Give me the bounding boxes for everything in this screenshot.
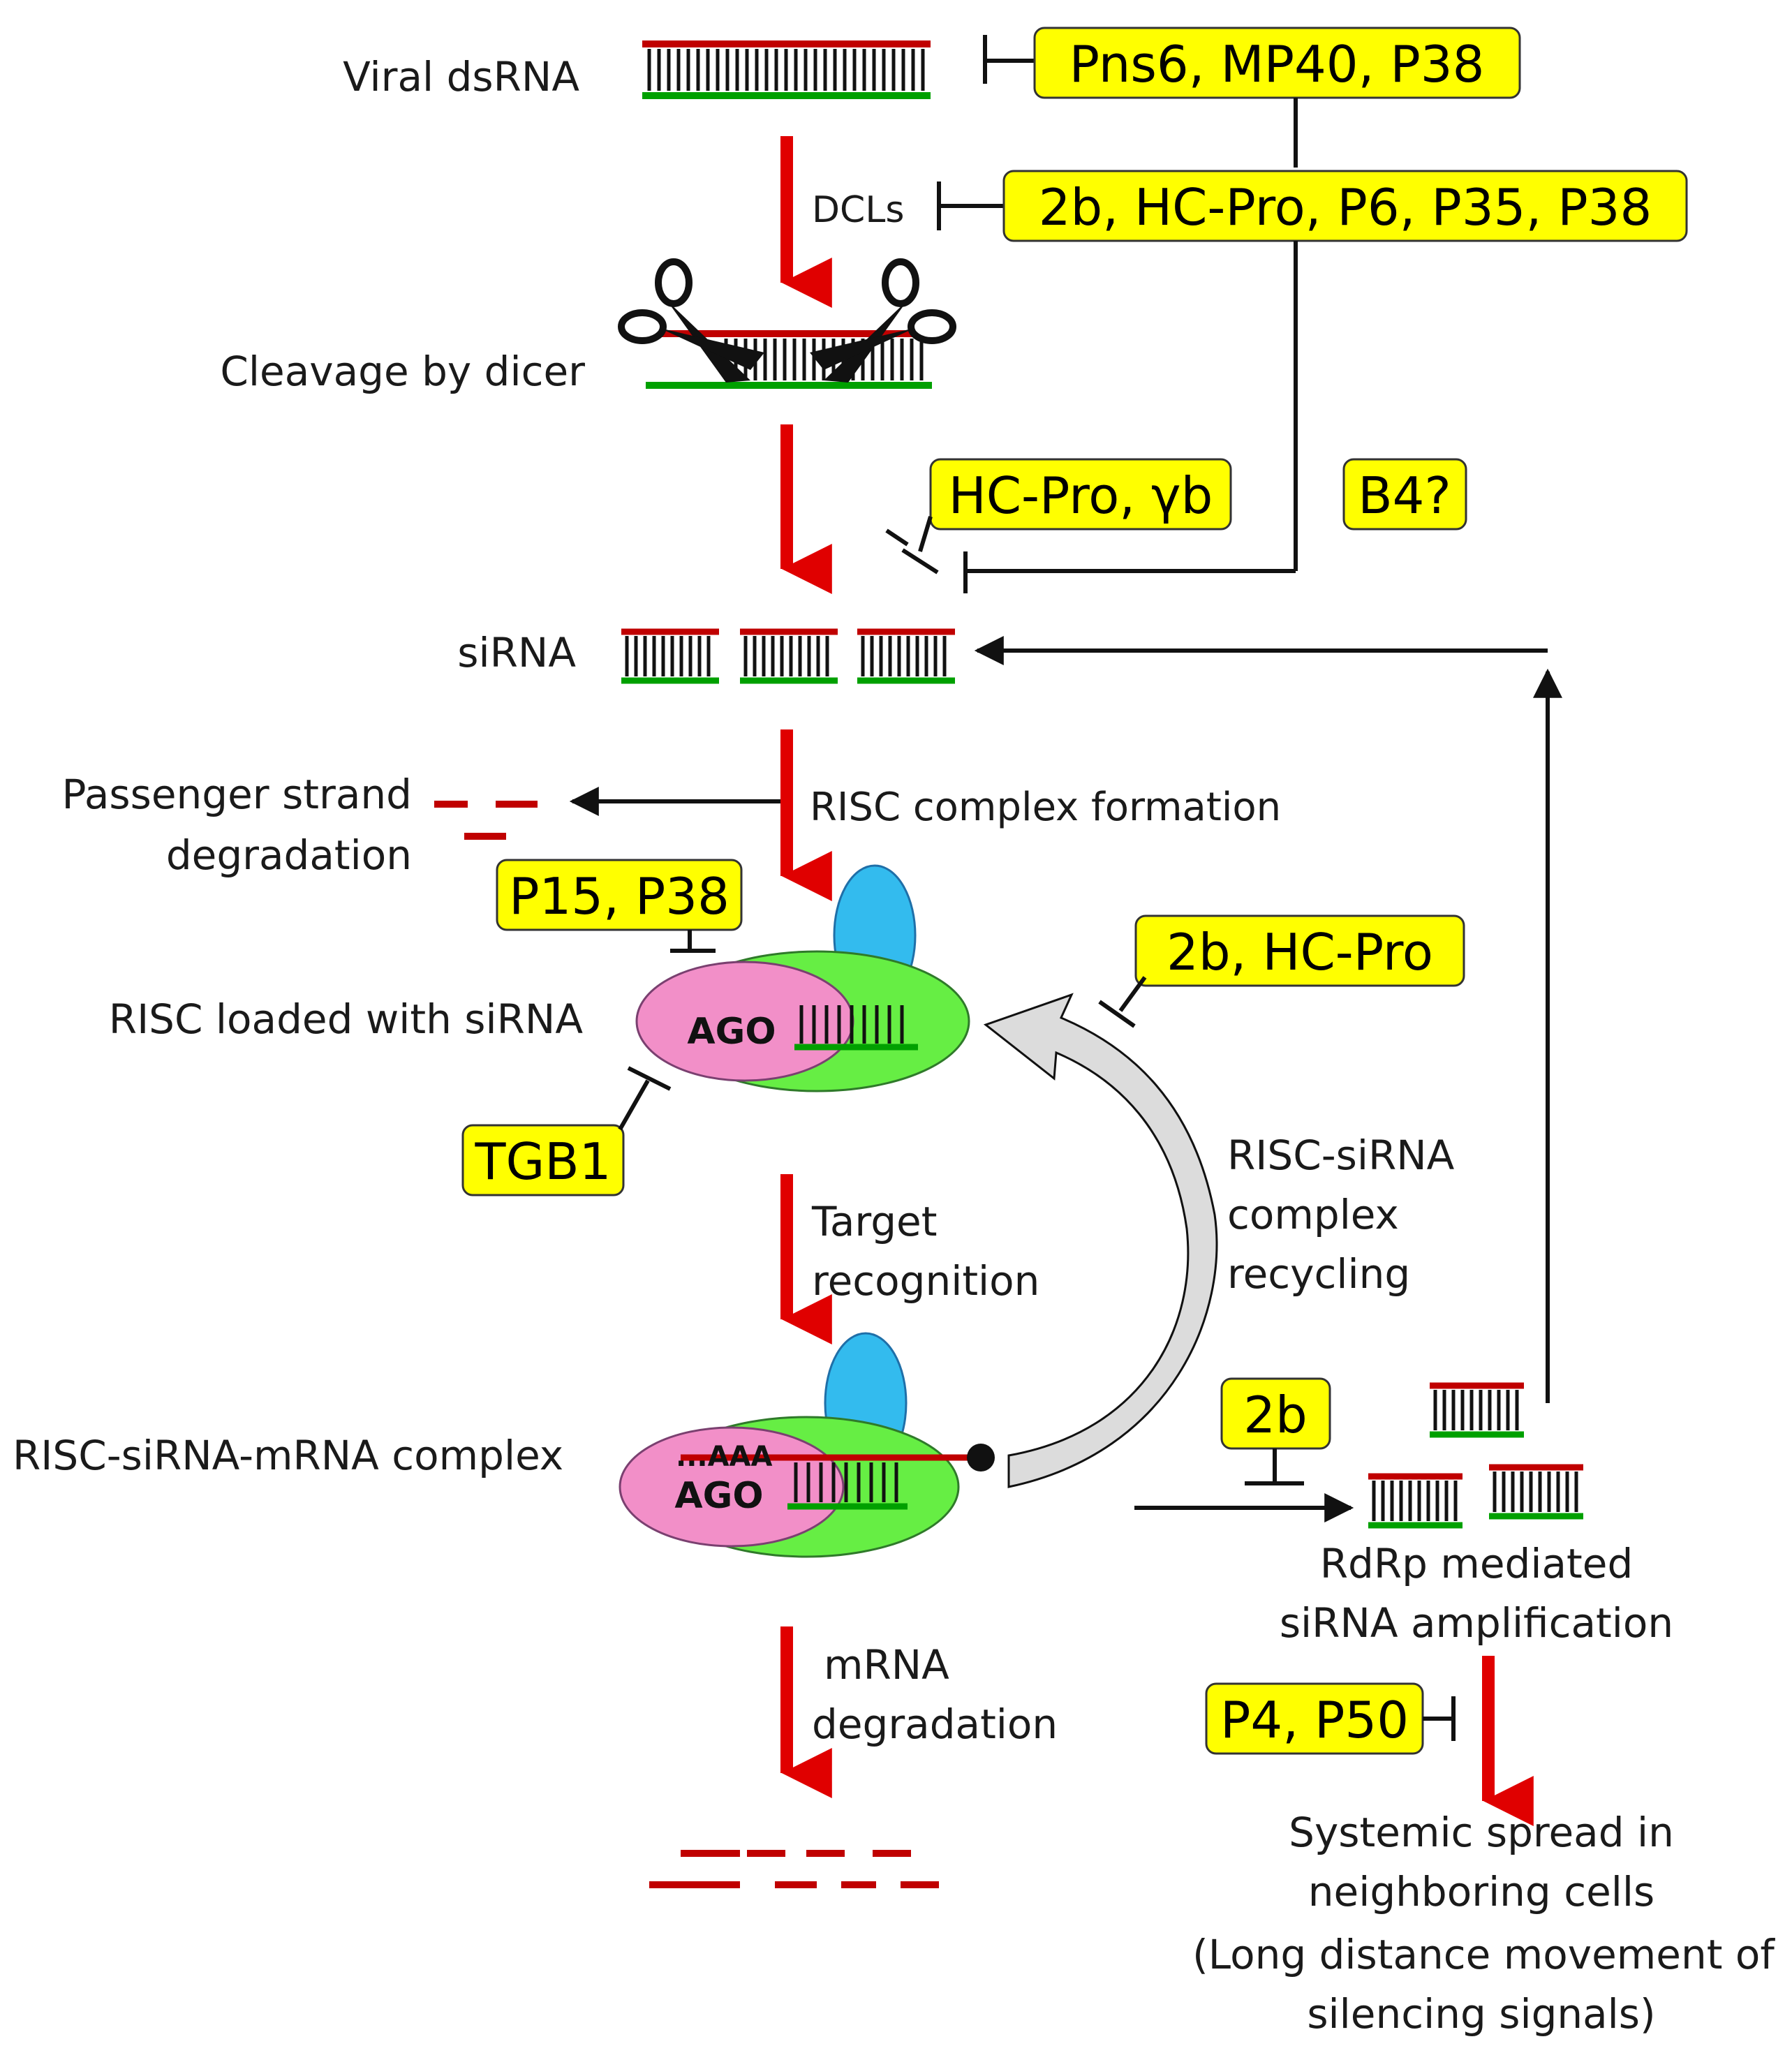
sirna-duplex-3 xyxy=(857,628,955,684)
rdrp-label-2: siRNA amplification xyxy=(1280,1599,1673,1647)
viral-dsrna-label: Viral dsRNA xyxy=(343,53,579,101)
sirna-label: siRNA xyxy=(457,629,576,676)
p4-p50-box: P4, P50 xyxy=(1205,1682,1424,1755)
polya-tail-label: ...AAA xyxy=(676,1441,773,1473)
recycling-arrow xyxy=(983,993,1218,1488)
ago-label-1: AGO xyxy=(687,1011,776,1053)
risc-mrna-graphic xyxy=(619,1332,995,1558)
viral-dsrna-graphic xyxy=(642,40,931,99)
passenger-label-1: Passenger strand xyxy=(62,771,413,818)
recycling-label-2: complex xyxy=(1227,1191,1399,1238)
systemic-label-2: neighboring cells xyxy=(1308,1868,1654,1915)
scissors-left-icon xyxy=(618,258,764,383)
risc-mrna-label: RISC-siRNA-mRNA complex xyxy=(13,1432,563,1479)
hcpro-yb-box: HC-Pro, γb xyxy=(929,458,1232,531)
systemic-label-3: (Long distance movement of xyxy=(1192,1931,1775,1978)
mrna-fragments xyxy=(649,1850,939,1888)
mrna-degradation-label-2: degradation xyxy=(812,1700,1058,1748)
systemic-label-1: Systemic spread in xyxy=(1289,1809,1674,1856)
svg-text:P15, P38: P15, P38 xyxy=(509,867,730,926)
svg-text:2b, HC-Pro, P6, P35, P38: 2b, HC-Pro, P6, P35, P38 xyxy=(1039,178,1652,237)
suppressor-hcpro-yb-inhibit xyxy=(885,516,939,575)
suppressor-2b-inhibit xyxy=(1245,1448,1304,1485)
suppressor-p15-p38-inhibit xyxy=(670,930,716,953)
tgb1-box: TGB1 xyxy=(461,1124,625,1196)
arrow-amplification-to-sirna xyxy=(974,636,1562,1403)
2b-hcpro-box: 2b, HC-Pro xyxy=(1134,914,1465,987)
amplified-duplex-2 xyxy=(1368,1473,1463,1529)
dcl-suppressors-box: 2b, HC-Pro, P6, P35, P38 xyxy=(1002,170,1688,242)
svg-text:2b, HC-Pro: 2b, HC-Pro xyxy=(1167,923,1433,981)
risc-loaded-label: RISC loaded with siRNA xyxy=(109,995,584,1043)
p15-p38-box: P15, P38 xyxy=(496,859,743,931)
rdrp-label-1: RdRp mediated xyxy=(1320,1540,1634,1587)
risc-loaded-graphic xyxy=(635,864,970,1092)
pns6-box: Pns6, MP40, P38 xyxy=(1033,27,1521,99)
recycling-label-3: recycling xyxy=(1227,1250,1410,1298)
svg-text:B4?: B4? xyxy=(1358,466,1451,525)
suppressor-pns6-mp40-p38 xyxy=(983,35,1035,84)
svg-text:HC-Pro, γb: HC-Pro, γb xyxy=(949,466,1213,525)
sirna-duplex-1 xyxy=(621,628,719,684)
suppressor-2b-hcpro-inhibit xyxy=(1098,976,1147,1028)
target-label-1: Target xyxy=(811,1198,937,1245)
passenger-strand-fragments xyxy=(434,801,538,840)
suppressor-tgb1-inhibit xyxy=(618,1066,672,1131)
passenger-label-2: degradation xyxy=(166,831,412,879)
mrna-degradation-label-1: mRNA xyxy=(824,1641,949,1689)
ago-label-2: AGO xyxy=(674,1475,763,1517)
svg-text:TGB1: TGB1 xyxy=(475,1132,612,1191)
cleavage-label: Cleavage by dicer xyxy=(220,348,585,395)
svg-text:Pns6, MP40, P38: Pns6, MP40, P38 xyxy=(1069,35,1485,94)
suppressor-p4-p50-inhibit xyxy=(1423,1696,1456,1741)
scissors-right-icon xyxy=(810,258,956,383)
dcls-label: DCLs xyxy=(812,189,904,231)
amplified-duplex-3 xyxy=(1489,1464,1583,1520)
target-label-2: recognition xyxy=(812,1257,1039,1305)
systemic-label-4: silencing signals) xyxy=(1307,1990,1655,2038)
2b-box: 2b xyxy=(1220,1377,1331,1450)
connector-dcl-to-sirna xyxy=(963,241,1298,593)
risc-formation-label: RISC complex formation xyxy=(810,785,1281,830)
sirna-duplexes xyxy=(621,628,955,684)
b4-box: B4? xyxy=(1342,458,1467,531)
amplified-duplex-1 xyxy=(1430,1382,1524,1438)
svg-text:2b: 2b xyxy=(1243,1386,1308,1444)
recycling-label-1: RISC-siRNA xyxy=(1227,1132,1455,1179)
sirna-duplex-2 xyxy=(740,628,838,684)
svg-text:P4, P50: P4, P50 xyxy=(1220,1691,1409,1749)
suppressor-dcl-inhibit xyxy=(937,181,1004,230)
amplified-sirna-duplexes xyxy=(1368,1382,1583,1529)
